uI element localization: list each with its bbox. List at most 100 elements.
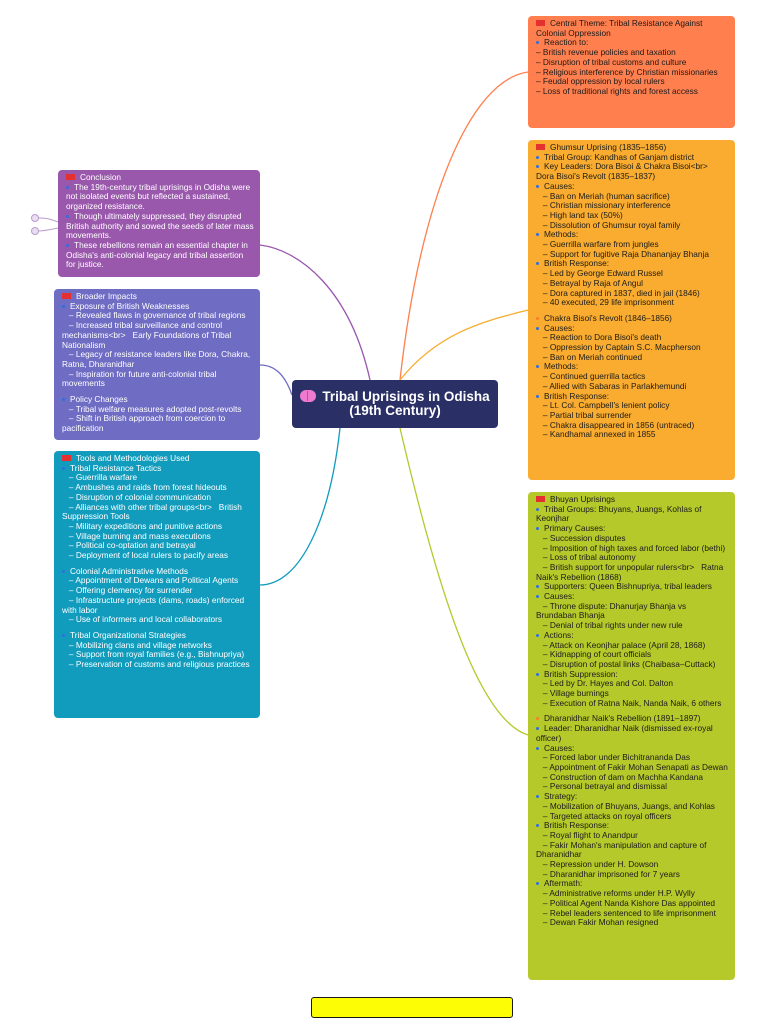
card-line: – Village burning and mass executions <box>62 530 211 541</box>
card-ghumsur-uprising[interactable]: Ghumsur Uprising (1835–1856)Tribal Group… <box>528 140 735 480</box>
card-line: – British revenue policies and taxation <box>536 47 676 58</box>
link-bhuyan <box>399 427 529 736</box>
card-line: – Legacy of resistance leaders like Dora… <box>62 349 253 369</box>
card-line: – Feudal oppression by local rulers <box>536 76 665 87</box>
card-line: These rebellions remain an essential cha… <box>66 240 254 270</box>
card-line: – Political Agent Nanda Kishore Das appo… <box>536 897 715 908</box>
card-line: – Guerrilla warfare <box>62 472 138 483</box>
card-line: – Royal flight to Anandpur <box>536 829 638 840</box>
card-line: – Administrative reforms under H.P. Wyll… <box>536 888 695 899</box>
link-ghumsur <box>399 309 529 381</box>
card-line: – Disruption of postal links (Chaibasa–C… <box>536 658 716 669</box>
card-line: Dharanidhar Naik's Rebellion (1891–1897) <box>536 714 729 724</box>
collapse-toggle-bottom[interactable] <box>31 227 39 235</box>
card-line: – Increased tribal surveillance and cont… <box>62 320 234 350</box>
card-line: Tribal Group: Kandhas of Ganjam district <box>536 152 729 163</box>
card-line: Methods: <box>536 230 729 240</box>
card-line: Though ultimately suppressed, they disru… <box>66 210 257 241</box>
card-line: – High land tax (50%) <box>536 209 623 220</box>
card-line: Colonial Administrative Methods <box>62 566 254 577</box>
card-line: – Christian missionary interference <box>536 200 671 211</box>
card-central-theme[interactable]: Central Theme: Tribal Resistance Against… <box>528 16 735 128</box>
card-line: – Succession disputes <box>536 532 626 543</box>
card-line: Causes: <box>536 323 729 334</box>
card-line: Supporters: Queen Bishnupriya, tribal le… <box>536 582 729 592</box>
card-line: – Kandhamal annexed in 1855 <box>536 429 656 440</box>
card-line: – Guerrilla warfare from jungles <box>536 239 659 250</box>
card-line: – Appointment of Dewans and Political Ag… <box>62 575 239 586</box>
card-line: – Rebel leaders sentenced to life impris… <box>536 907 716 918</box>
card-line: – Fakir Mohan's manipulation and capture… <box>536 839 709 860</box>
collapse-toggle-top[interactable] <box>31 214 39 222</box>
card-line: – Forced labor under Bichitrananda Das <box>536 752 691 763</box>
card-heading: Central Theme: Tribal Resistance Against… <box>536 18 729 38</box>
card-line: Exposure of British Weaknesses <box>62 301 254 312</box>
card-line: – Lt. Col. Campbell's lenient policy <box>536 400 670 411</box>
card-line: – Political co-optation and betrayal <box>62 540 196 551</box>
card-line: – Loss of traditional rights and forest … <box>536 85 698 96</box>
link-conclusion <box>259 244 371 381</box>
card-line: – Ban on Meriah (human sacrifice) <box>536 190 670 201</box>
card-line: British Response: <box>536 391 729 402</box>
card-line: – Appointment of Fakir Mohan Senapati as… <box>536 761 728 772</box>
card-line: – Military expeditions and punitive acti… <box>62 520 223 531</box>
card-line: – Dewan Fakir Mohan resigned <box>536 917 659 928</box>
card-line: – Dissolution of Ghumsur royal family <box>536 219 681 230</box>
card-heading: Ghumsur Uprising (1835–1856) <box>536 142 729 153</box>
card-line: – British support for unpopular rulers<b… <box>536 561 726 582</box>
card-line: Tribal Organizational Strategies <box>62 630 254 641</box>
link-broader-impacts <box>259 364 293 396</box>
card-line: – 40 executed, 29 life imprisonment <box>536 297 674 308</box>
card-line: Causes: <box>536 591 729 602</box>
card-line: – Ambushes and raids from forest hideout… <box>62 482 227 493</box>
card-line: Causes: <box>536 743 729 754</box>
card-line: – Infrastructure projects (dams, roads) … <box>62 594 247 615</box>
card-line: – Chakra disappeared in 1856 (untraced) <box>536 419 695 430</box>
card-heading: Conclusion <box>66 172 254 183</box>
link-tools <box>259 427 341 586</box>
card-heading: Bhuyan Uprisings <box>536 494 729 505</box>
card-line: – Dora captured in 1837, died in jail (1… <box>536 287 700 298</box>
card-line: – Deployment of local rulers to pacify a… <box>62 550 229 561</box>
card-line: – Support from royal families (e.g., Bis… <box>62 649 245 660</box>
central-topic-node[interactable]: Tribal Uprisings in Odisha (19th Century… <box>292 380 498 428</box>
card-line: – Targeted attacks on royal officers <box>536 810 672 821</box>
card-line: – Dharanidhar imprisoned for 7 years <box>536 868 680 879</box>
card-line: Leader: Dharanidhar Naik (dismissed ex-r… <box>536 723 729 743</box>
card-line: Tribal Groups: Bhuyans, Juangs, Kohlas o… <box>536 504 729 524</box>
card-line: – Revealed flaws in governance of tribal… <box>62 310 246 321</box>
card-line: The 19th-century tribal uprisings in Odi… <box>66 181 253 212</box>
card-line: – Inspiration for future anti-colonial t… <box>62 368 219 389</box>
card-line: Primary Causes: <box>536 523 729 534</box>
card-line: Policy Changes <box>62 394 254 405</box>
card-line: Key Leaders: Dora Bisoi & Chakra Bisoi<b… <box>536 161 729 181</box>
card-line: Chakra Bisoi's Revolt (1846–1856) <box>536 313 729 324</box>
card-line: British Response: <box>536 259 729 269</box>
card-line: – Led by George Edward Russel <box>536 268 663 279</box>
card-line: – Religious interference by Christian mi… <box>536 66 718 77</box>
card-line: – Disruption of colonial communication <box>62 491 211 502</box>
link-collapsed-stub <box>37 217 59 232</box>
card-line: – Repression under H. Dowson <box>536 859 659 870</box>
card-line: Actions: <box>536 630 729 641</box>
card-line: Aftermath: <box>536 879 729 889</box>
card-line: – Support for fugitive Raja Dhananjay Bh… <box>536 248 709 259</box>
brain-icon <box>300 390 317 402</box>
central-topic-title: Tribal Uprisings in Odisha (19th Century… <box>322 389 490 418</box>
card-line: – Loss of tribal autonomy <box>536 552 636 563</box>
card-line: British Response: <box>536 820 729 831</box>
card-line: – Construction of dam on Machha Kandana <box>536 771 703 782</box>
card-line: – Imposition of high taxes and forced la… <box>536 542 726 553</box>
card-line: – Offering clemency for surrender <box>62 585 193 596</box>
card-line: – Shift in British approach from coercio… <box>62 413 228 434</box>
card-line: – Personal betrayal and dismissal <box>536 781 667 792</box>
card-line: Strategy: <box>536 791 729 802</box>
card-line: Methods: <box>536 362 729 372</box>
card-heading: Broader Impacts <box>62 291 254 302</box>
card-line: Tribal Resistance Tactics <box>62 463 254 474</box>
